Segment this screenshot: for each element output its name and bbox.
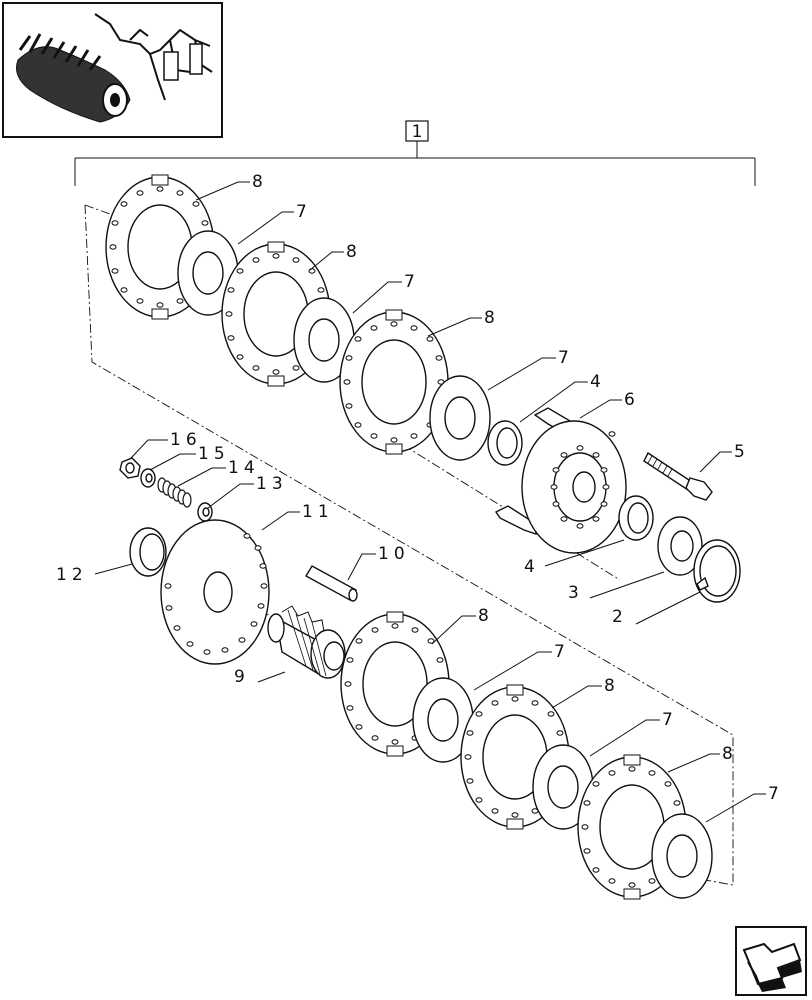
callout-label: 7	[768, 784, 784, 804]
hub-plate-6	[494, 407, 627, 554]
bearing-ring-12	[129, 527, 167, 577]
callout-label: 7	[558, 348, 574, 368]
callout-label: 15	[198, 444, 230, 464]
assembly-ref-label: 1	[412, 122, 423, 142]
bolt-5	[643, 451, 713, 501]
gear-9	[267, 605, 346, 679]
callout-label: 8	[484, 308, 500, 328]
washer-3	[657, 516, 703, 576]
callout-label: 4	[524, 557, 540, 577]
callout-label: 8	[346, 242, 362, 262]
callout-label: 13	[256, 474, 288, 494]
callout-label: 11	[302, 502, 334, 522]
callout-label: 16	[170, 430, 202, 450]
thumbnail-frame	[2, 2, 223, 138]
assembly-bracket: 1	[74, 120, 756, 186]
callout-label: 10	[378, 544, 410, 564]
previous-page-button[interactable]	[735, 926, 807, 996]
lower-part-stack	[129, 519, 713, 900]
previous-page-arrow-icon	[742, 942, 802, 992]
callout-label: 7	[404, 272, 420, 292]
callout-label: 12	[56, 565, 88, 585]
callout-label: 7	[662, 710, 678, 730]
spring-14	[157, 477, 192, 508]
spacer-ring-4-lower	[618, 495, 654, 541]
washer-13	[197, 502, 213, 522]
spacer-ring-4	[487, 420, 523, 466]
callout-label: 14	[228, 458, 260, 478]
pin-10	[305, 565, 358, 602]
circlip-2	[693, 539, 741, 603]
callout-label: 8	[252, 172, 268, 192]
callout-label: 7	[296, 202, 312, 222]
nut-16	[119, 457, 141, 479]
callout-label: 3	[568, 583, 584, 603]
leader-lines	[94, 181, 766, 823]
callout-label: 5	[734, 442, 750, 462]
washer-15	[140, 468, 156, 488]
machine-overview-icon	[16, 13, 213, 123]
callout-labels: 8 7 8 7 8 7 4 6 5 16 15 14 13 11 10 12 4…	[56, 172, 784, 804]
friction-washer-7	[651, 813, 713, 899]
disc-11	[160, 519, 270, 665]
upper-part-stack	[105, 174, 741, 603]
callout-label: 9	[234, 667, 250, 687]
callout-label: 8	[604, 676, 620, 696]
callout-label: 2	[612, 607, 628, 627]
callout-label: 8	[722, 744, 738, 764]
callout-label: 4	[590, 372, 606, 392]
callout-label: 7	[554, 642, 570, 662]
callout-label: 6	[624, 390, 640, 410]
callout-label: 8	[478, 606, 494, 626]
friction-washer-7	[429, 375, 491, 461]
